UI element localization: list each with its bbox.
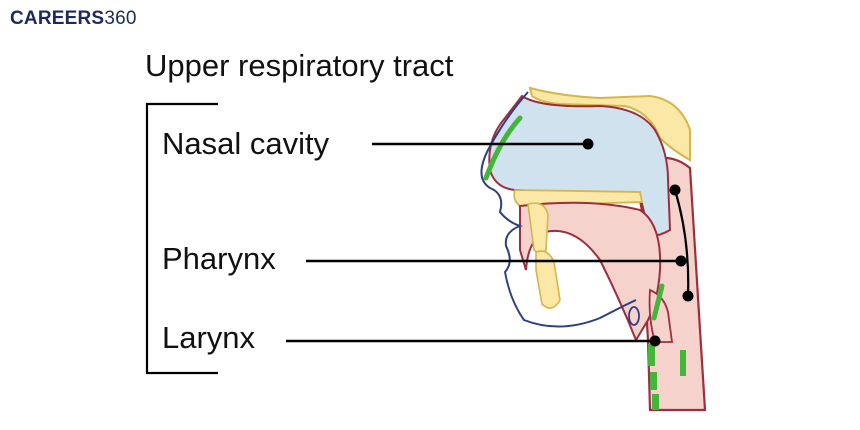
- pharynx-span-line: [673, 189, 690, 297]
- diagram-title: Upper respiratory tract: [145, 48, 454, 83]
- pharynx-top-dot: [669, 184, 681, 196]
- cartilage-ring-1: [648, 344, 655, 366]
- larynx-dot: [649, 335, 661, 347]
- pharynx-dot: [675, 255, 687, 267]
- brand-logo: CAREERS360: [10, 8, 137, 30]
- label-nasal-cavity: Nasal cavity: [162, 126, 330, 161]
- label-pharynx: Pharynx: [162, 241, 276, 276]
- group-bracket: [145, 102, 218, 375]
- cartilage-ring-2: [650, 372, 657, 390]
- hyoid-outline: [628, 306, 640, 326]
- brand-logo-part2: 360: [104, 8, 137, 29]
- nasal-cavity-dot: [582, 138, 594, 150]
- lower-jaw-bone: [535, 250, 561, 309]
- skull-base-bone: [528, 86, 691, 162]
- brand-logo-part1: CAREERS: [10, 8, 105, 29]
- cartilage-ring-3: [652, 394, 659, 410]
- label-larynx: Larynx: [162, 320, 256, 355]
- face-outline: [480, 91, 637, 328]
- vocal-fold: [651, 283, 665, 321]
- cartilage-ring-4: [680, 350, 686, 376]
- hard-palate: [513, 189, 644, 207]
- pharynx-bottom-dot: [682, 290, 694, 302]
